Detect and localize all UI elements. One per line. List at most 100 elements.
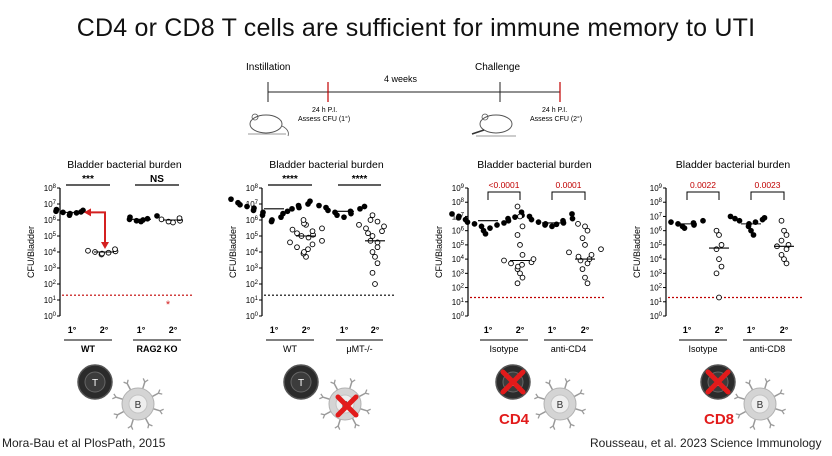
y-tick-label: 102 — [44, 280, 57, 289]
significance-label: NS — [150, 174, 164, 185]
receptor-arm — [142, 378, 146, 383]
data-point — [713, 270, 720, 277]
data-point — [301, 249, 307, 255]
receptor-arm — [157, 389, 161, 394]
data-point — [357, 205, 363, 212]
significance-label: **** — [352, 174, 368, 185]
receptor-arm — [735, 413, 740, 416]
data-point — [560, 217, 566, 224]
group-label: μMT-/- — [346, 344, 372, 354]
receptor-stem — [126, 383, 132, 391]
data-point — [566, 249, 572, 256]
chart-panel-4: Bladder bacterial burdenCFU/Bladder10010… — [632, 159, 804, 354]
chart-title: Bladder bacterial burden — [477, 159, 592, 171]
receptor-arm — [535, 413, 540, 416]
data-point — [514, 232, 521, 238]
receptor-arm — [158, 392, 163, 395]
receptor-arm — [115, 414, 119, 419]
y-tick-label: 103 — [246, 264, 259, 273]
chart-title: Bladder bacterial burden — [269, 159, 384, 171]
data-point — [501, 257, 507, 264]
data-point — [294, 230, 300, 237]
data-point — [750, 232, 757, 238]
chart-title: Bladder bacterial burden — [676, 159, 791, 171]
cross-stroke — [500, 369, 526, 395]
data-point — [781, 227, 787, 234]
assess2-line1: 24 h P.I. — [542, 107, 567, 114]
receptor-stem — [358, 392, 366, 398]
data-point — [85, 247, 91, 254]
category-label: 1° — [683, 325, 692, 335]
data-point — [309, 228, 316, 235]
data-point — [517, 270, 523, 277]
data-point — [575, 253, 582, 260]
category-label: 1° — [270, 325, 279, 335]
receptor-stem — [115, 396, 123, 400]
data-point — [716, 232, 722, 238]
category-label: 2° — [581, 325, 590, 335]
cd4-label: CD4 — [499, 411, 530, 428]
receptor-arm — [159, 410, 163, 415]
data-point — [369, 269, 376, 276]
data-point — [365, 230, 371, 237]
receptor-arm — [752, 425, 756, 430]
receptor-arm — [781, 410, 785, 415]
receptor-stem — [337, 419, 341, 427]
receptor-arm — [366, 408, 371, 412]
data-point — [300, 217, 307, 223]
cross-stroke — [335, 394, 359, 418]
receptor-arm — [581, 408, 586, 412]
receptor-arm — [734, 396, 739, 400]
data-point — [781, 256, 787, 262]
data-point — [319, 225, 325, 232]
y-axis-label: CFU/Bladder — [26, 226, 36, 278]
data-point — [668, 219, 674, 225]
receptor-stem — [737, 396, 745, 400]
mouse-catheter-icon — [471, 113, 516, 137]
data-point — [519, 251, 526, 258]
b-cell-wt: B — [112, 378, 164, 430]
receptor-arm — [748, 379, 751, 384]
y-tick-label: 100 — [44, 312, 57, 321]
pvalue-bracket — [487, 191, 521, 200]
y-tick-label: 103 — [452, 269, 465, 278]
receptor-stem — [151, 392, 159, 398]
y-tick-label: 105 — [452, 241, 465, 250]
b-cell-nucleus — [128, 394, 148, 414]
data-point — [579, 266, 586, 272]
y-tick-label: 101 — [246, 296, 259, 305]
data-point — [690, 220, 697, 226]
receptor-stem — [117, 410, 125, 416]
citation-right: Rousseau, et al. 2023 Science Immunology — [590, 436, 822, 450]
data-point — [260, 209, 266, 216]
y-axis-label: CFU/Bladder — [632, 226, 642, 278]
receptor-stem — [539, 410, 547, 416]
receptor-arm — [349, 378, 353, 383]
receptor-arm — [159, 408, 164, 412]
receptor-arm — [780, 392, 785, 395]
data-point — [369, 233, 376, 239]
y-tick-label: 105 — [650, 241, 663, 250]
data-point — [176, 215, 183, 222]
y-tick-label: 102 — [452, 284, 465, 293]
y-tick-label: 100 — [246, 312, 259, 321]
data-point — [154, 213, 160, 219]
interval-label: 4 weeks — [384, 74, 418, 84]
receptor-stem — [349, 381, 353, 389]
y-axis-label: CFU/Bladder — [434, 226, 444, 278]
data-point — [713, 246, 720, 253]
data-point — [363, 225, 369, 232]
data-point — [761, 214, 768, 221]
citation-left: Mora-Bau et al PlosPath, 2015 — [2, 436, 166, 450]
t-cell-nucleus — [84, 371, 106, 393]
data-point — [112, 246, 118, 253]
y-tick-label: 104 — [452, 255, 465, 264]
receptor-arm — [123, 381, 128, 385]
data-point — [332, 209, 338, 216]
receptor-stem — [537, 396, 545, 400]
arrow-head-down — [101, 242, 109, 249]
slide-title: CD4 or CD8 T cells are sufficient for im… — [76, 14, 756, 42]
receptor-arm — [364, 389, 368, 394]
receptor-stem — [552, 419, 556, 427]
